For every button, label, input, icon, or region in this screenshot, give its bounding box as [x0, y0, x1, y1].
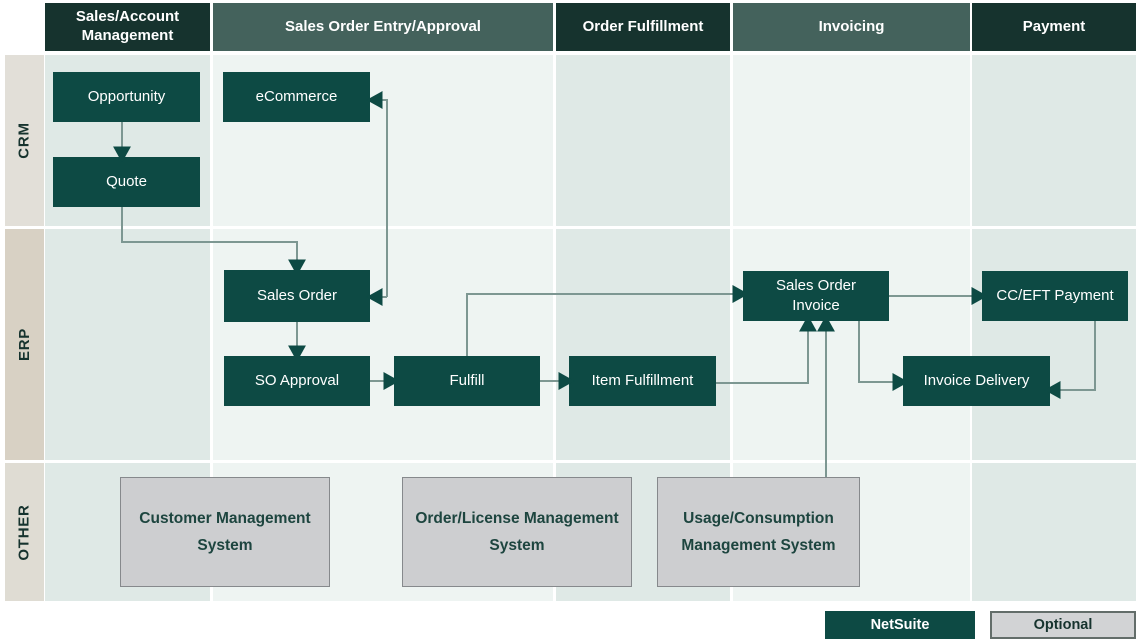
node-quote: Quote	[53, 157, 200, 207]
legend-netsuite: NetSuite	[825, 611, 975, 639]
node-usage-consumption-management-system: Usage/Consumption Management System	[657, 477, 860, 587]
row-label-erp: ERP	[5, 229, 44, 460]
lane-cell-erp-col3	[556, 229, 730, 460]
node-cc-eft-payment: CC/EFT Payment	[982, 271, 1128, 321]
node-so-approval: SO Approval	[224, 356, 370, 406]
lane-cell-crm-col3	[556, 55, 730, 226]
lane-cell-erp-col2	[213, 229, 553, 460]
lane-cell-erp-col5	[972, 229, 1136, 460]
node-sales-order-invoice: Sales Order Invoice	[743, 271, 889, 321]
lane-cell-erp-col1	[45, 229, 210, 460]
column-header-invoicing: Invoicing	[733, 3, 970, 51]
column-header-payment: Payment	[972, 3, 1136, 51]
lane-cell-crm-col4	[733, 55, 970, 226]
row-label-crm: CRM	[5, 55, 44, 226]
node-sales-order: Sales Order	[224, 270, 370, 322]
node-customer-management-system: Customer Management System	[120, 477, 330, 587]
row-label-crm-text: CRM	[15, 122, 33, 159]
lane-cell-erp-col4	[733, 229, 970, 460]
column-header-sales-order-entry-approval: Sales Order Entry/Approval	[213, 3, 553, 51]
node-ecommerce: eCommerce	[223, 72, 370, 122]
node-opportunity: Opportunity	[53, 72, 200, 122]
lane-cell-other-col5	[972, 463, 1136, 601]
legend-optional: Optional	[990, 611, 1136, 639]
column-header-order-fulfillment: Order Fulfillment	[556, 3, 730, 51]
row-label-other-text: OTHER	[16, 503, 33, 561]
node-invoice-delivery: Invoice Delivery	[903, 356, 1050, 406]
node-fulfill: Fulfill	[394, 356, 540, 406]
lane-cell-crm-col5	[972, 55, 1136, 226]
node-order-license-management-system: Order/License Management System	[402, 477, 632, 587]
row-label-erp-text: ERP	[16, 327, 33, 362]
column-header-sales-account-management: Sales/Account Management	[45, 3, 210, 51]
node-item-fulfillment: Item Fulfillment	[569, 356, 716, 406]
row-label-other: OTHER	[5, 463, 44, 601]
